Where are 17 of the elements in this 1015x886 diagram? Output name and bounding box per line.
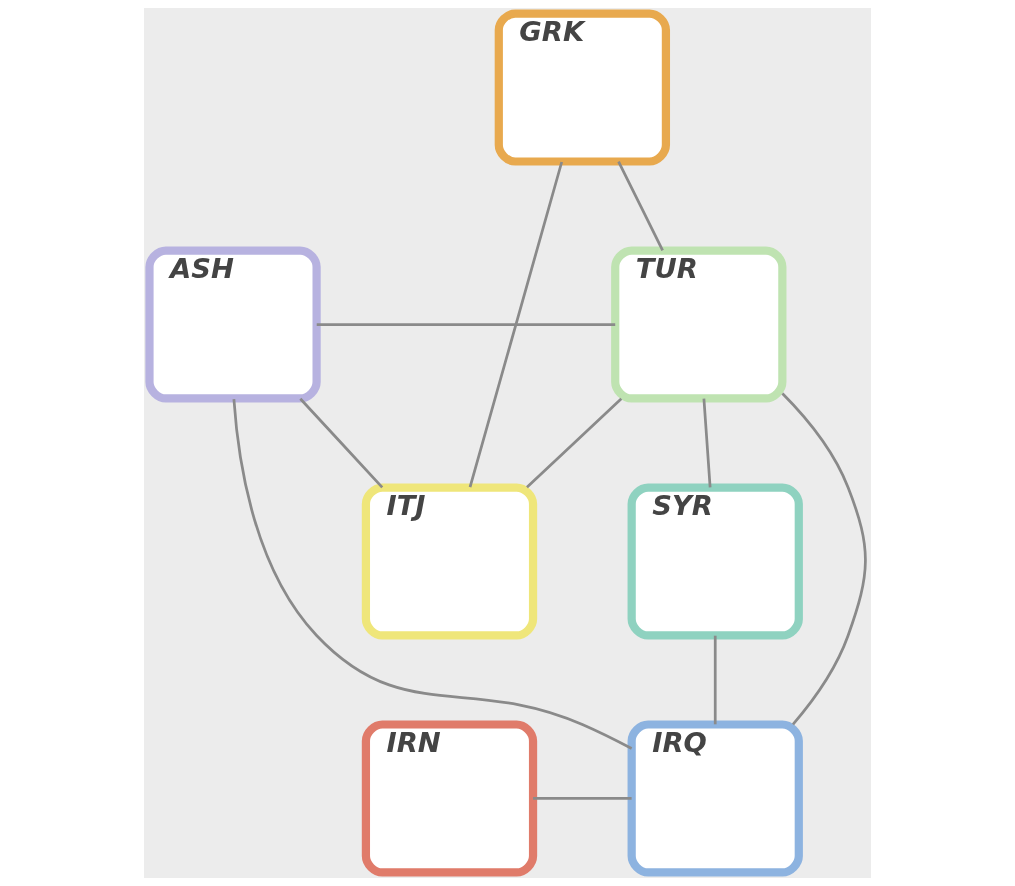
connector bbox=[533, 797, 632, 800]
node-box: IRN bbox=[361, 720, 538, 877]
connector bbox=[713, 635, 717, 725]
node-box: SYR bbox=[627, 483, 803, 640]
connector bbox=[702, 398, 712, 488]
connector bbox=[468, 161, 564, 488]
connector bbox=[299, 397, 384, 489]
connector bbox=[526, 397, 623, 489]
connector bbox=[232, 399, 633, 750]
connector bbox=[617, 161, 664, 251]
connector bbox=[316, 323, 616, 326]
node-box: ASH bbox=[145, 246, 321, 403]
node-box: GRK bbox=[494, 9, 671, 166]
node-box: IRQ bbox=[627, 720, 803, 877]
node-box: TUR bbox=[611, 246, 787, 403]
connector bbox=[781, 392, 867, 726]
node-box: ITJ bbox=[361, 483, 538, 640]
